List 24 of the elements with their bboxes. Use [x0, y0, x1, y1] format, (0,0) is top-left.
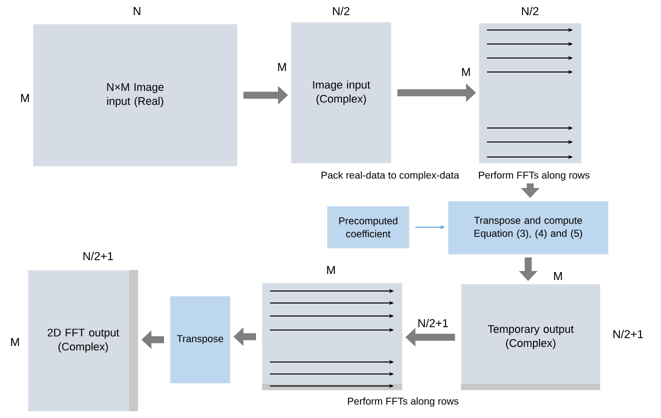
dimension-label: N/2+1 — [613, 330, 643, 338]
dimension-label: N/2+1 — [418, 318, 448, 328]
caption-text: Pack real-data to complex-data — [322, 171, 460, 181]
dimension-label: N/2 — [522, 6, 538, 16]
caption-text: Perform FFTs along rows — [478, 171, 590, 181]
dimension-label: M — [11, 338, 19, 346]
matrix-box: Image input (Complex) — [291, 22, 392, 164]
dimension-label: M — [21, 94, 29, 102]
process-box: Transpose — [170, 296, 230, 384]
dimension-label: N/2 — [333, 6, 350, 16]
matrix-box — [479, 23, 582, 164]
process-box: Transpose and compute Equation (3), (4) and (5) — [448, 201, 608, 254]
matrix-box: Temporary output (Complex) — [461, 284, 600, 390]
dimension-label: M — [327, 266, 335, 274]
dimension-label: M — [278, 63, 286, 71]
dimension-label: N — [134, 7, 140, 15]
dimension-label: M — [554, 272, 562, 280]
dimension-label: N/2+1 — [83, 252, 113, 260]
matrix-box: 2D FFT output (Complex) — [28, 270, 138, 412]
caption-text: Perform FFTs along rows — [348, 397, 458, 407]
process-box: Precomputed coefficient — [327, 206, 410, 248]
matrix-box: N×M Image input (Real) — [33, 24, 238, 166]
dimension-label: M — [462, 68, 470, 76]
matrix-box — [262, 283, 402, 390]
